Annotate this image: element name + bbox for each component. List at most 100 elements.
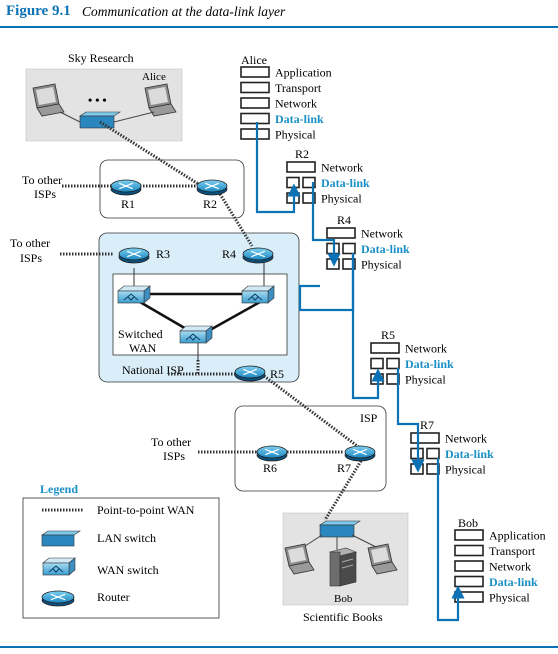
- layer-box: [410, 432, 440, 444]
- to-other-isps-2-line2: ISPs: [20, 251, 42, 265]
- router-label-r7: R7: [337, 461, 351, 475]
- switched-label: Switched: [118, 327, 163, 341]
- router-label-r2: R2: [203, 197, 217, 211]
- sky-alice-label: Alice: [142, 71, 166, 83]
- legend: Legend Point-to-point WAN LAN switch WAN…: [22, 482, 220, 619]
- stack-label-r2: R2: [295, 147, 309, 161]
- figure-number: Figure 9.1: [6, 3, 71, 19]
- layer-box: [370, 357, 384, 370]
- stack-label-bob: Bob: [458, 516, 478, 530]
- layer-label-physical: Physical: [275, 128, 316, 142]
- router-label-r1: R1: [121, 197, 135, 211]
- layer-label-data-link: Data-link: [275, 112, 324, 126]
- router-r1-icon: [110, 179, 142, 196]
- isp-box: [234, 405, 387, 492]
- layer-label-physical: Physical: [489, 591, 530, 605]
- stack-alice: AliceApplicationTransportNetworkData-lin…: [240, 53, 332, 142]
- to-other-isps-3-line2: ISPs: [163, 449, 185, 463]
- laptop-icon: [144, 83, 177, 117]
- layer-box: [454, 591, 484, 603]
- layer-label-network: Network: [489, 560, 531, 574]
- to-other-isps-1-line2: ISPs: [34, 187, 56, 201]
- legend-item-wan-switch: WAN switch: [97, 563, 159, 577]
- layer-box: [342, 242, 356, 255]
- figure-caption: Communication at the data-link layer: [82, 4, 286, 19]
- lan-switch-icon: [41, 530, 81, 547]
- layer-box: [370, 342, 400, 354]
- router-r4-icon: [242, 247, 274, 264]
- sky-research-label: Sky Research: [68, 51, 134, 65]
- layer-box: [326, 258, 340, 270]
- isp-label: ISP: [360, 411, 378, 425]
- layer-label-application: Application: [489, 529, 546, 543]
- legend-item-lan-switch: LAN switch: [97, 531, 156, 545]
- stack-label-r4: R4: [337, 213, 351, 227]
- layer-box: [326, 227, 356, 239]
- layer-box: [302, 192, 316, 204]
- layer-box: [240, 81, 270, 94]
- hop-alice-r2: [255, 122, 301, 214]
- layer-label-data-link: Data-link: [445, 447, 494, 461]
- layer-label-application: Application: [275, 66, 332, 80]
- to-other-isps-labels: To other ISPs To other ISPs To other ISP…: [10, 173, 191, 463]
- legend-item-router: Router: [97, 590, 130, 604]
- layer-box: [302, 176, 316, 189]
- router-r2-icon: [196, 179, 228, 196]
- layer-box: [426, 447, 440, 460]
- top-rule: [0, 26, 558, 28]
- layer-box: [454, 560, 484, 572]
- wan-switch-right-icon: [241, 285, 275, 304]
- bob-site-label: Bob: [334, 593, 353, 605]
- layer-label-network: Network: [275, 97, 317, 111]
- layer-box: [240, 112, 270, 125]
- layer-label-data-link: Data-link: [489, 575, 538, 589]
- router-label-r6: R6: [263, 461, 277, 475]
- stack-label-r5: R5: [381, 328, 395, 342]
- layer-box: [454, 575, 484, 588]
- router-r6-icon: [256, 445, 288, 462]
- router-labels: R1 R2 R3 R4 R5 R6 R7: [121, 197, 351, 475]
- hop-r7-bob: [436, 458, 465, 622]
- layer-label-physical: Physical: [445, 463, 486, 477]
- layer-label-physical: Physical: [321, 192, 362, 206]
- laptop-icon: [367, 543, 398, 575]
- regional-isp-box: [99, 159, 245, 219]
- layer-label-data-link: Data-link: [321, 176, 370, 190]
- router-r7-icon: [344, 445, 376, 462]
- to-other-isps-1-line1: To other: [22, 173, 62, 187]
- layer-box: [386, 357, 400, 370]
- lan-switch-icon: [319, 520, 361, 538]
- router-label-r5: R5: [270, 367, 284, 381]
- layer-label-network: Network: [445, 432, 487, 446]
- layer-box: [240, 97, 270, 109]
- wan-switch-bottom-icon: [179, 325, 213, 344]
- to-other-isps-2-line1: To other: [10, 236, 50, 250]
- figure-header: Figure 9.1 Communication at the data-lin…: [0, 0, 558, 30]
- layer-box: [286, 176, 300, 189]
- router-r3-icon: [118, 247, 150, 264]
- laptop-icon: [32, 83, 65, 117]
- router-label-r3: R3: [156, 247, 170, 261]
- layer-box: [240, 128, 270, 140]
- stack-bob: BobApplicationTransportNetworkData-linkP…: [454, 516, 546, 605]
- router-r5-icon: [234, 365, 266, 382]
- layer-label-network: Network: [361, 227, 403, 241]
- switched-wan-links: [133, 263, 265, 374]
- router-label-r4: R4: [222, 247, 236, 261]
- layer-box: [286, 161, 316, 173]
- server-icon: [329, 547, 357, 587]
- layer-label-network: Network: [405, 342, 447, 356]
- wan-label: WAN: [129, 341, 157, 355]
- lan-switch-icon: [79, 111, 121, 129]
- router-icon: [41, 590, 75, 607]
- hop-r2-r4: [311, 182, 341, 267]
- wan-switch-left-icon: [117, 285, 151, 304]
- layer-label-physical: Physical: [361, 258, 402, 272]
- scientific-books-site: Bob Scientific Books: [282, 512, 409, 624]
- layer-box: [342, 258, 356, 270]
- stack-label-r7: R7: [420, 418, 434, 432]
- layer-box: [454, 529, 484, 541]
